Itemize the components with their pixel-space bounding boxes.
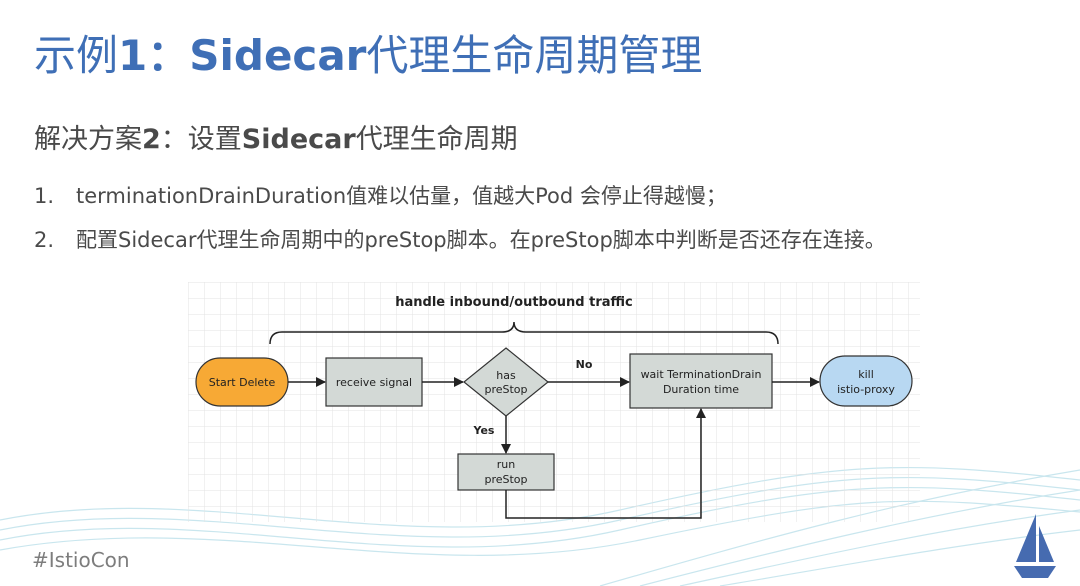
yes-label: Yes xyxy=(473,424,495,437)
start-delete-label: Start Delete xyxy=(209,376,276,389)
slide-subtitle: 解决方案2：设置Sidecar代理生命周期 xyxy=(34,124,518,155)
brace-label: handle inbound/outbound traffic xyxy=(395,295,632,310)
wait-drain-node xyxy=(629,353,773,409)
no-label: No xyxy=(576,358,593,371)
receive-signal-label: receive signal xyxy=(336,376,412,389)
wave-decoration xyxy=(0,466,1080,586)
flowchart: handle inbound/outbound traffic Start De… xyxy=(188,282,920,522)
slide-title: 示例1：Sidecar代理生命周期管理 xyxy=(34,31,703,80)
wait-label-line1: wait TerminationDrain xyxy=(641,368,762,381)
footer-hashtag: #IstioCon xyxy=(32,548,130,572)
arrow-run-to-wait xyxy=(505,408,706,519)
bullet-number: 1. xyxy=(34,184,55,208)
bullet-list: 1. terminationDrainDuration值难以估量，值越大Pod … xyxy=(34,178,1024,266)
list-item: 1. terminationDrainDuration值难以估量，值越大Pod … xyxy=(34,178,1024,214)
decision-label-line1: has xyxy=(496,369,516,382)
bullet-number: 2. xyxy=(34,228,55,252)
run-label-line1: run xyxy=(497,458,515,471)
decision-label-line2: preStop xyxy=(484,383,527,396)
kill-istio-proxy-node xyxy=(819,355,913,407)
brace xyxy=(269,321,779,345)
bullet-text: 配置Sidecar代理生命周期中的preStop脚本。在preStop脚本中判断… xyxy=(76,228,886,252)
kill-label-line1: kill xyxy=(858,368,874,381)
kill-label-line2: istio-proxy xyxy=(837,383,895,396)
istio-sail-icon xyxy=(1014,514,1056,578)
wait-label-line2: Duration time xyxy=(663,383,739,396)
list-item: 2. 配置Sidecar代理生命周期中的preStop脚本。在preStop脚本… xyxy=(34,222,1024,258)
run-label-line2: preStop xyxy=(484,473,527,486)
receive-signal-node xyxy=(325,357,423,407)
bullet-text: terminationDrainDuration值难以估量，值越大Pod 会停止… xyxy=(76,184,727,208)
